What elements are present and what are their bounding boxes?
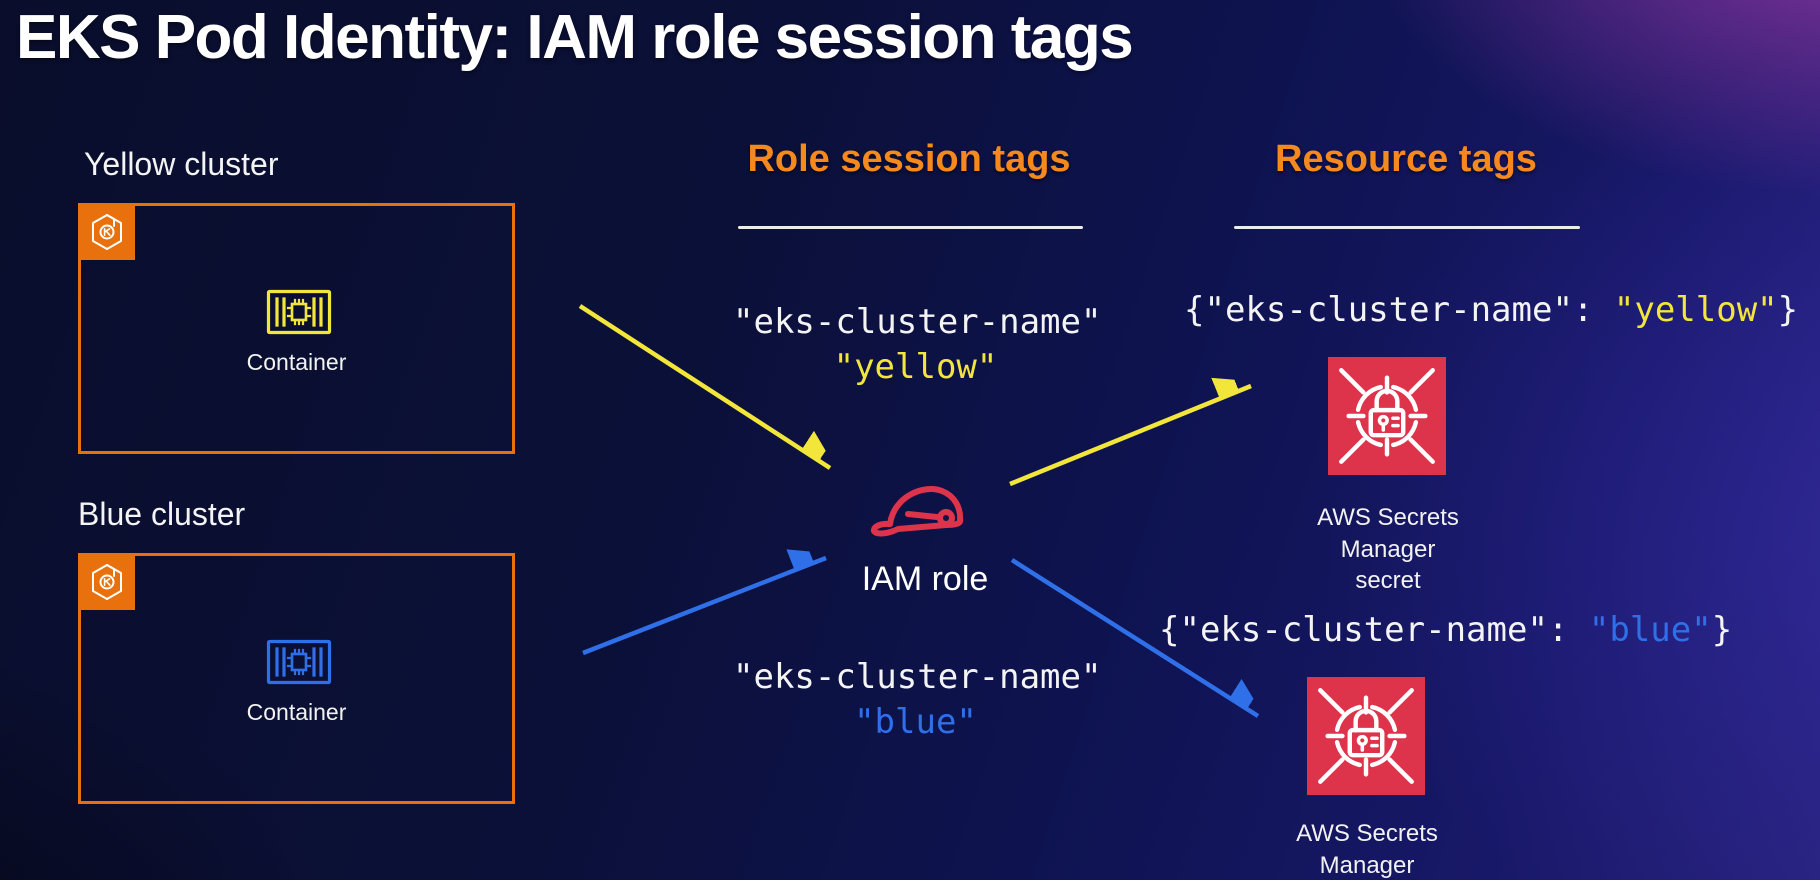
role-session-tags-heading: Role session tags <box>747 138 1071 180</box>
iam-role-label: IAM role <box>861 560 989 598</box>
secrets-manager-icon-glyph <box>1307 677 1425 795</box>
resource-tag-value: "blue" <box>1588 610 1712 650</box>
resource-tags-underline <box>1234 226 1580 229</box>
yellow-cluster-box: Container <box>78 203 515 454</box>
secrets-manager-caption-line2: secret <box>1355 567 1421 595</box>
blue-cluster-label: Blue cluster <box>78 496 246 532</box>
arrow-blue-cluster-to-iam-role <box>582 558 827 656</box>
session-tag-value: "yellow" <box>833 346 998 387</box>
eks-icon-glyph <box>91 213 122 250</box>
session-tag-value: "blue" <box>854 701 977 742</box>
secrets-manager-icon-glyph <box>1328 357 1446 475</box>
eks-icon <box>78 553 135 610</box>
session-tag-key: "eks-cluster-name" <box>733 302 1102 342</box>
session-tag-yellow: "eks-cluster-name" "yellow" <box>733 300 1102 390</box>
container-label: Container <box>246 699 347 725</box>
resource-tag-suffix: } <box>1711 610 1733 650</box>
resource-tags-heading: Resource tags <box>1275 138 1537 180</box>
yellow-cluster-label: Yellow cluster <box>84 146 279 182</box>
secrets-manager-caption-line1: AWS Secrets Manager <box>1296 820 1438 879</box>
resource-tag-blue: {"eks-cluster-name": "blue"} <box>1159 608 1732 653</box>
secrets-manager-caption: AWS Secrets Manager secret <box>1267 502 1509 597</box>
page-title: EKS Pod Identity: IAM role session tags <box>16 3 1134 72</box>
secrets-manager-caption: AWS Secrets Manager secret <box>1246 818 1488 880</box>
eks-icon-glyph <box>91 563 122 600</box>
eks-icon <box>78 203 135 260</box>
blue-cluster-box: Container <box>78 553 515 804</box>
secrets-manager-icon <box>1307 677 1425 795</box>
secrets-manager-icon <box>1328 357 1446 475</box>
container-icon <box>266 639 332 685</box>
role-session-tags-underline <box>738 226 1083 229</box>
resource-tag-prefix: {"eks-cluster-name": <box>1184 290 1614 330</box>
container-icon-glyph <box>266 639 332 685</box>
session-tag-key: "eks-cluster-name" <box>733 657 1102 697</box>
session-tag-blue: "eks-cluster-name" "blue" <box>733 655 1102 745</box>
container-icon-glyph <box>266 289 332 335</box>
iam-role-icon-glyph <box>870 486 964 537</box>
resource-tag-suffix: } <box>1777 290 1799 330</box>
resource-tag-prefix: {"eks-cluster-name": <box>1159 610 1589 650</box>
iam-role-icon <box>868 472 978 540</box>
arrow-iam-role-to-yellow-secret <box>1009 386 1252 487</box>
container-label: Container <box>246 349 347 375</box>
resource-tag-yellow: {"eks-cluster-name": "yellow"} <box>1184 288 1798 333</box>
secrets-manager-caption-line1: AWS Secrets Manager <box>1317 504 1459 563</box>
resource-tag-value: "yellow" <box>1613 290 1778 330</box>
container-icon <box>266 289 332 335</box>
